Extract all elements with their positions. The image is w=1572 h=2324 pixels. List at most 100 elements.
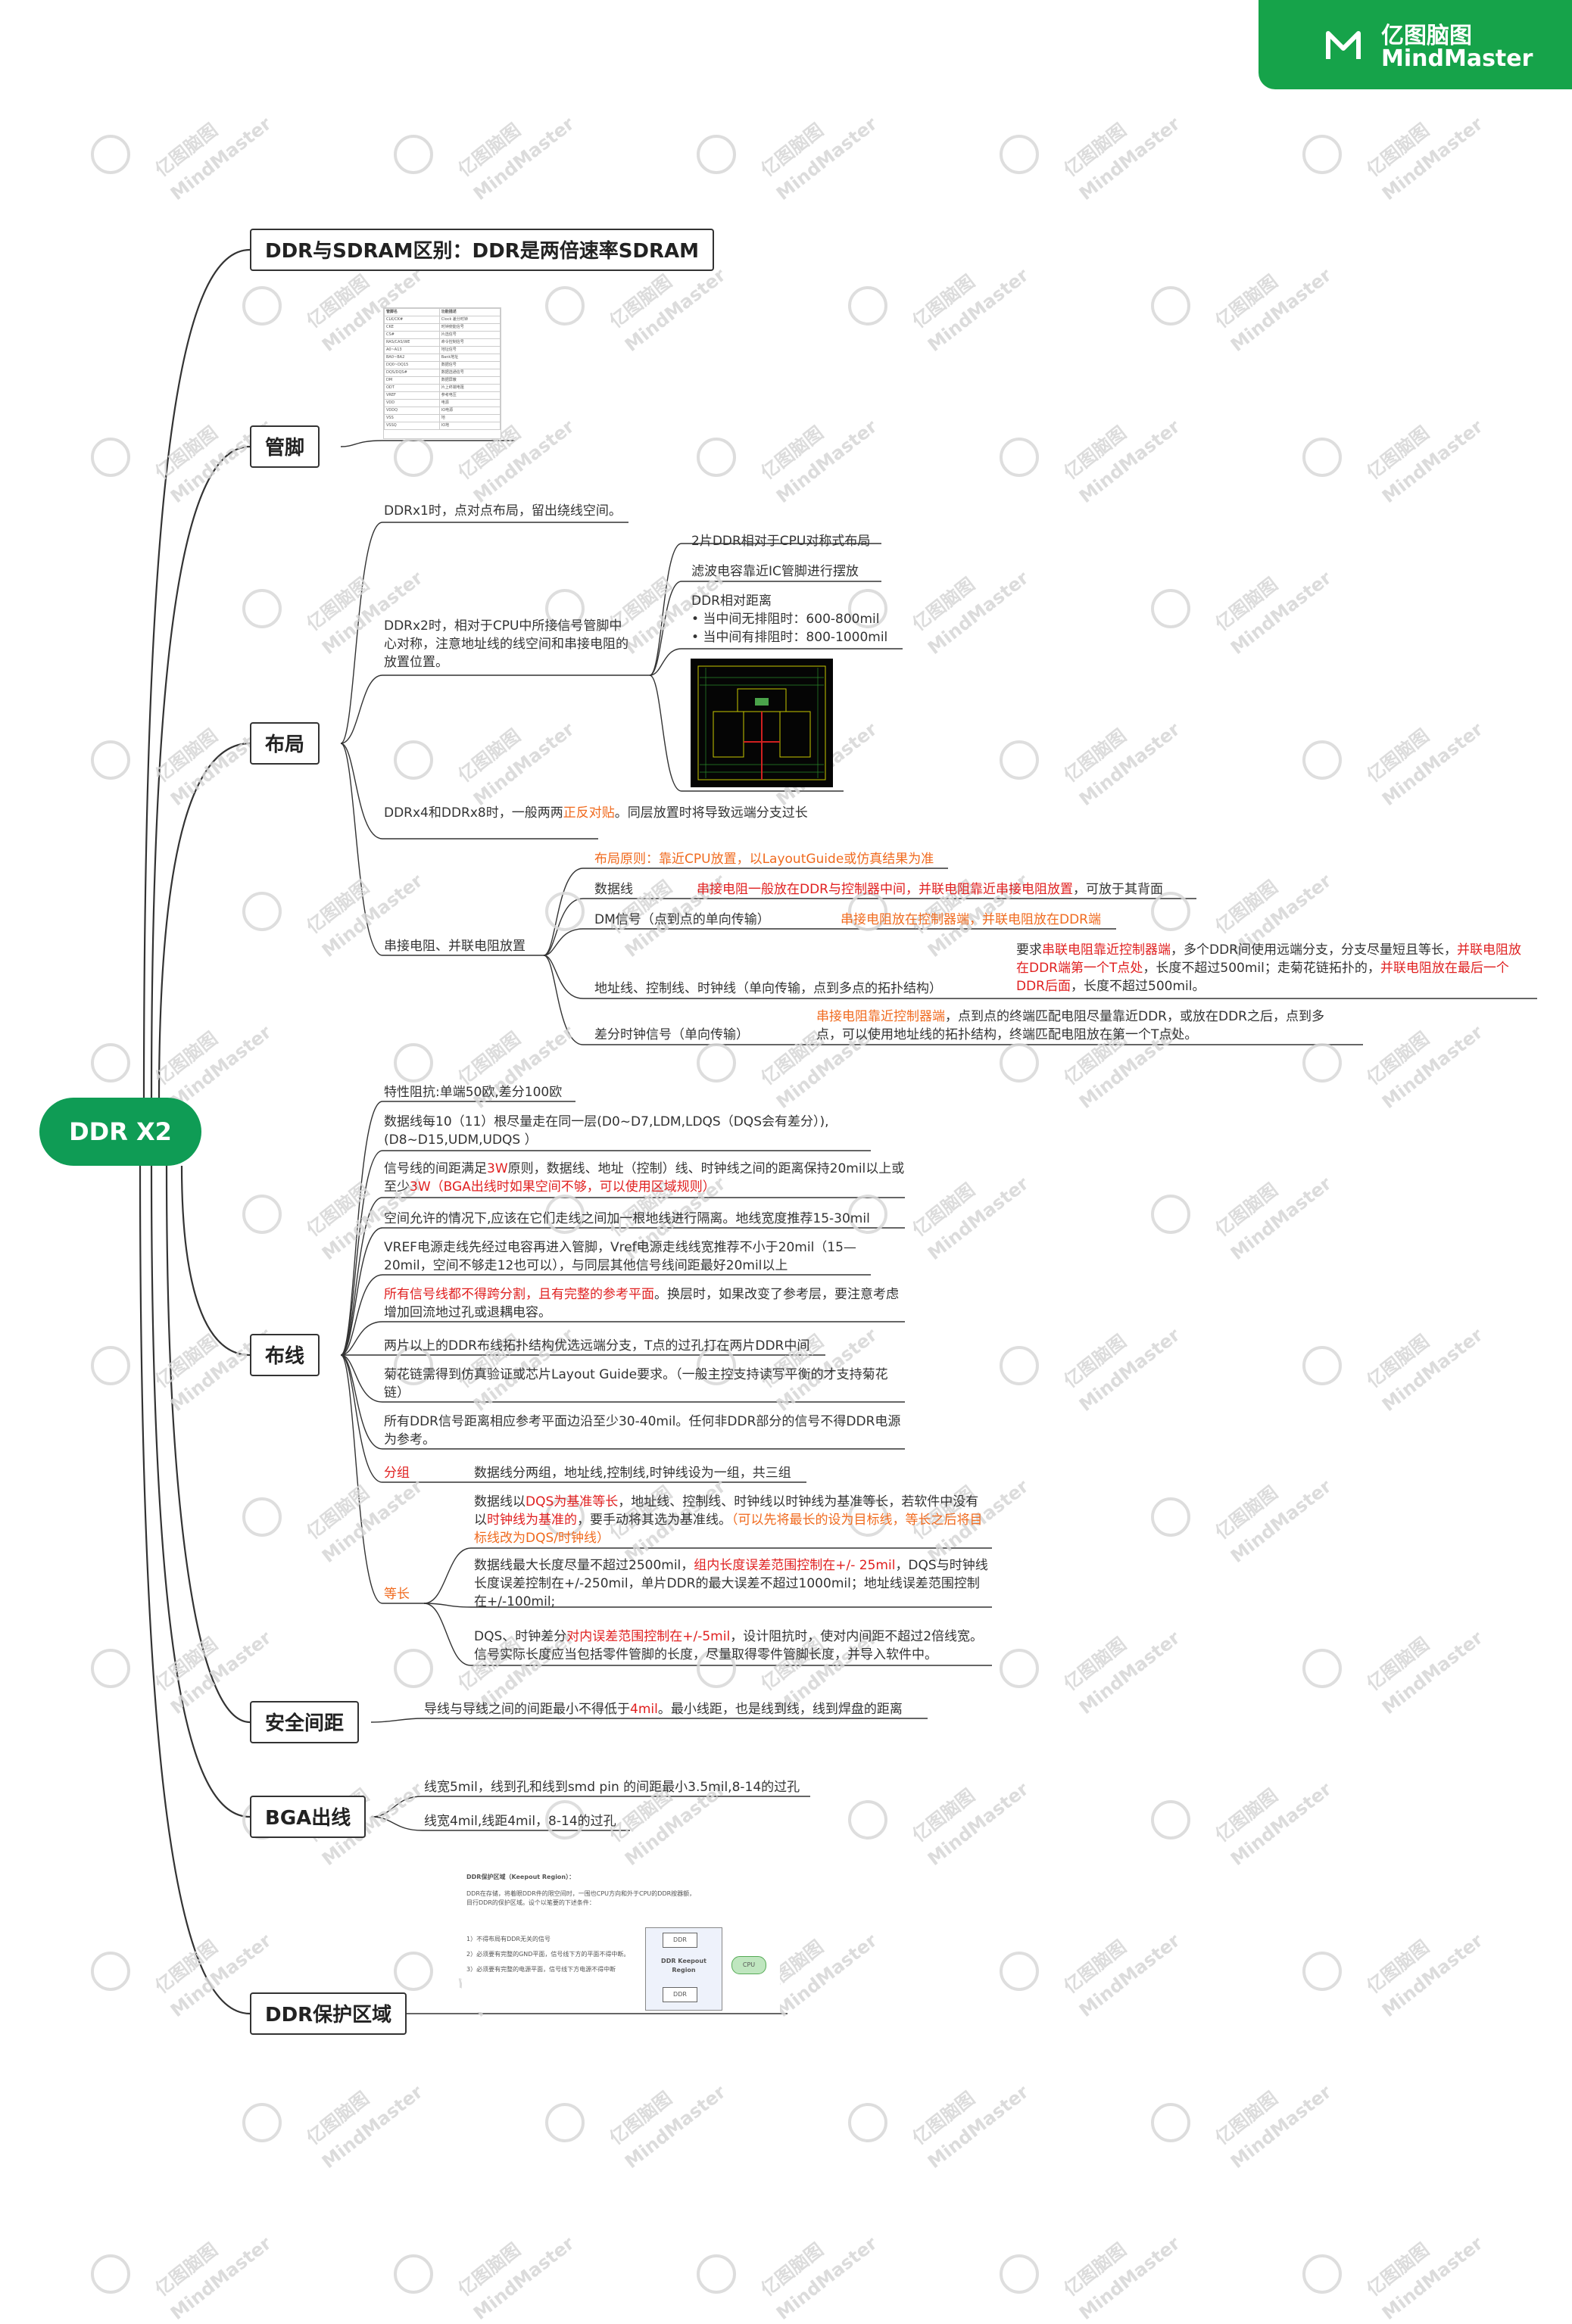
routing-reference-plane[interactable]: 所有信号线都不得跨分割，且有完整的参考平面。换层时，如果改变了参考层，要注意考虑… [384,1285,899,1322]
routing-group-text[interactable]: 数据线分两组，地址线,控制线,时钟线设为一组，共三组 [474,1466,791,1481]
addr-t3: ，多个DDR间使用远端分支，分支尽量短且等长， [1171,942,1457,958]
equal-rule-3[interactable]: DQS、时钟差分对内误差范围控制在+/-5mil，设计阻抗时，使对内间距不超过2… [474,1628,989,1664]
res-data-detail[interactable]: 串接电阻一般放在DDR与控制器中间，并联电阻靠近串接电阻放置，可放于其背面 [697,880,1163,899]
keepout-cond-1: 1）不得布局有DDR无关的信号 [466,1936,551,1942]
watermark-logo-icon [394,438,433,477]
eq1-b: DQS为基准等长 [526,1494,619,1509]
res-principle[interactable]: 布局原则：靠近CPU放置，以LayoutGuide或仿真结果为准 [594,852,934,867]
equal-rule-2[interactable]: 数据线最大长度尽量不超过2500mil，组内长度误差范围控制在+/- 25mil… [474,1556,989,1611]
routing-vref[interactable]: VREF电源走线先经过电容再进入管脚，Vref电源走线线宽推荐不小于20mil（… [384,1240,856,1273]
bga-line-2[interactable]: 线宽4mil,线距4mil，8-14的过孔 [424,1814,616,1829]
pin-table-cell: Clock 差分时钟 [438,316,501,324]
keepout-ddr-bottom: DDR [663,1987,697,2002]
layout-ddrx4[interactable]: DDRx4和DDRx8时，一般两两正反对贴。同层放置时将导致远端分支过长 [384,804,808,822]
res-addr-detail[interactable]: 要求串联电阻靠近控制器端，多个DDR间使用远端分支，分支尽量短且等长，并联电阻放… [1016,941,1524,995]
watermark-logo-icon [91,438,130,477]
pin-table-cell: 电源 [438,399,501,407]
routing-spacing[interactable]: 信号线的间距满足3W原则，数据线、地址（控制）线、时钟线之间的距离保持20mil… [384,1160,906,1196]
res-diff-label[interactable]: 差分时钟信号（单向传输） [594,1027,749,1042]
routing-ground[interactable]: 空间允许的情况下,应该在它们走线之间加一根地线进行隔离。地线宽度推荐15-30m… [384,1211,870,1226]
topic-protect[interactable]: DDR保护区域 [250,1992,407,2035]
watermark-logo-icon [1151,2103,1190,2142]
routing-impedance[interactable]: 特性阻抗:单端50欧,差分100欧 [384,1085,563,1100]
layout-resistor[interactable]: 串接电阻、并联电阻放置 [384,939,526,954]
watermark-logo-icon [242,892,282,931]
routing-topology[interactable]: 两片以上的DDR布线拓扑结构优选远端分支，T点的过孔打在两片DDR中间 [384,1338,810,1354]
eq3-a: DQS、时钟差分 [474,1629,567,1644]
watermark-logo-icon [91,135,130,174]
watermark-logo-icon [91,1346,130,1385]
res-diff-detail[interactable]: 串接电阻靠近控制器端，点到点的终端匹配电阻尽量靠近DDR，或放在DDR之后，点到… [816,1008,1346,1044]
topic-layout[interactable]: 布局 [250,722,320,765]
routing-data-lines[interactable]: 数据线每10（11）根尽量走在同一层(D0~D7,LDM,LDQS（DQS会有差… [384,1114,829,1148]
topic-routing[interactable]: 布线 [250,1334,320,1376]
watermark-logo-icon [394,1952,433,1991]
layout-ddrx2[interactable]: DDRx2时，相对于CPU中所接信号管脚中心对称，注意地址线的线空间和串接电阻的… [384,618,628,670]
res-dm-label[interactable]: DM信号（点到点的单向传输） [594,912,770,927]
res-addr-label[interactable]: 地址线、控制线、时钟线（单向传输，点到多点的拓扑结构） [594,981,942,996]
watermark-logo-icon [697,1649,736,1688]
layout-ddrx2-distance-title[interactable]: DDR相对距离 [691,593,772,609]
layout-ddrx1[interactable]: DDRx1时，点对点布局，留出绕线空间。 [384,503,622,519]
routing-reference-distance[interactable]: 所有DDR信号距离相应参考平面边沿至少30-40mil。任何非DDR部分的信号不… [384,1414,901,1447]
topic-bga[interactable]: BGA出线 [250,1796,366,1838]
watermark-logo-icon [545,2103,585,2142]
clearance-text[interactable]: 导线与导线之间的间距最小不得低于4mil。最小线距，也是线到线，线到焊盘的距离 [424,1700,903,1718]
watermark-logo-icon [1000,2254,1039,2294]
pin-table-cell: 时钟使能信号 [438,323,501,332]
res-data-label[interactable]: 数据线 [594,882,633,897]
pin-table-cell: 命令控制信号 [438,338,501,347]
watermark-logo-icon [1302,438,1342,477]
pin-table-cell: 地址信号 [438,346,501,354]
keepout-region-box: DDR DDR Keepout Region DDR [645,1927,722,2011]
res-data-tail: ，可放于其背面 [1073,882,1163,897]
watermark-logo-icon [1000,1649,1039,1688]
topic-pins[interactable]: 管脚 [250,425,320,468]
layout-ddrx2-symmetric[interactable]: 2片DDR相对于CPU对称式布局 [691,534,871,549]
pin-table-cell: CLK/CK# [384,316,440,324]
bga-line-1[interactable]: 线宽5mil，线到孔和线到smd pin 的间距最小3.5mil,8-14的过孔 [424,1780,800,1795]
routing-equal-label[interactable]: 等长 [384,1587,410,1602]
eq1-a: 数据线以 [474,1494,526,1509]
equal-rule-1[interactable]: 数据线以DQS为基准等长，地址线、控制线、时钟线以时钟线为基准等长，若软件中没有… [474,1493,989,1547]
pcb-layout-image[interactable] [691,659,833,787]
watermark-logo-icon [848,2103,887,2142]
watermark-logo-icon [1151,1195,1190,1234]
pin-table-row: DQS/DQS#数据选通信号 [384,369,501,377]
watermark-logo-icon [545,1800,585,1840]
routing-group-label[interactable]: 分组 [384,1466,410,1481]
pin-table-row: CLK/CK#Clock 差分时钟 [384,316,501,324]
res-dm-detail[interactable]: 串接电阻放在控制器端，并联电阻放在DDR端 [841,912,1101,927]
topic-clearance[interactable]: 安全间距 [250,1701,360,1743]
watermark-logo-icon [1000,438,1039,477]
keepout-region-image[interactable]: DDR保护区域（Keepout Region）： DDR在存储，将着眼DDR件的… [462,1870,780,2012]
layout-ddrx2-capacitor[interactable]: 滤波电容靠近IC管脚进行摆放 [691,564,859,579]
root-topic[interactable]: DDR X2 [39,1098,201,1166]
spacing-a: 信号线的间距满足 [384,1161,487,1176]
routing-daisy-chain[interactable]: 菊花链需得到仿真验证或芯片Layout Guide要求。（一般主控支持读写平衡的… [384,1367,888,1400]
eq1-d: 时钟线为基准的 [487,1512,577,1528]
keepout-cond-2: 2）必须要有完整的GND平面，信号线下方的平面不得中断。 [466,1951,630,1958]
topic-ddr-vs-sdram[interactable]: DDR与SDRAM区别：DDR是两倍速率SDRAM [250,229,715,271]
pin-table-cell: IO地 [438,422,501,430]
